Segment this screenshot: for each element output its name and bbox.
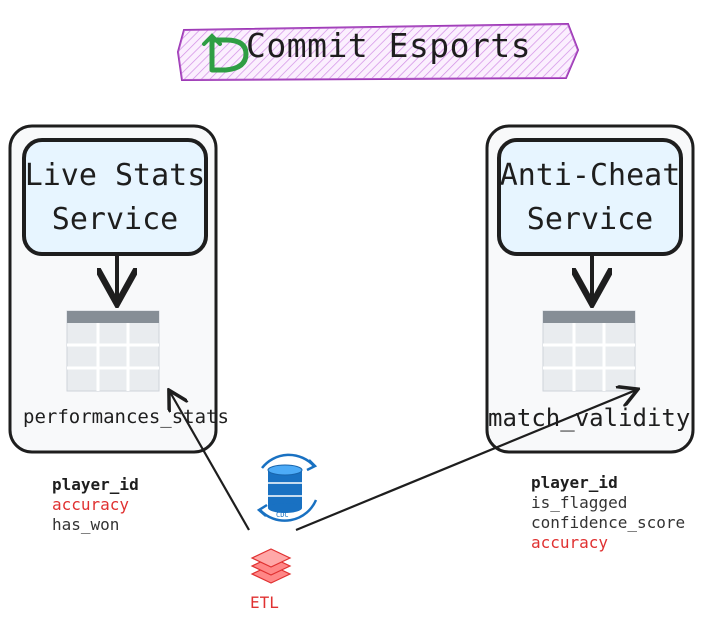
etl-label: ETL — [250, 593, 279, 612]
commit-logo-icon — [202, 33, 249, 73]
etl-to-performances-arrow — [170, 392, 250, 531]
live-stats-service-label: Live Stats Service — [24, 158, 206, 237]
title-banner — [176, 22, 580, 82]
field-is-flagged: is_flagged — [531, 493, 628, 512]
field-accuracy: accuracy — [531, 533, 609, 552]
etl-layers-icon — [250, 548, 292, 584]
table-icon — [66, 310, 160, 392]
etl-to-match-validity-arrow — [295, 390, 636, 532]
match-validity-table-label: match_validity — [488, 404, 691, 432]
right-field-list: player_id is_flagged confidence_score ac… — [531, 473, 685, 553]
cdc-label: CDC — [276, 511, 289, 519]
field-player-id: player_id — [531, 473, 618, 492]
field-confidence-score: confidence_score — [531, 513, 686, 532]
left-field-list: player_id accuracy has_won — [52, 475, 139, 535]
performances-stats-table-label: performances_stats — [23, 406, 229, 428]
anti-cheat-service-label: Anti-Cheat Service — [499, 158, 681, 237]
field-player-id: player_id — [52, 475, 139, 494]
table-icon — [542, 310, 636, 392]
field-accuracy: accuracy — [52, 495, 130, 514]
field-has-won: has_won — [52, 515, 120, 534]
cdc-database-icon — [256, 453, 318, 522]
page-title: Commit Esports — [246, 26, 532, 65]
live-stats-service-box[interactable] — [22, 138, 208, 256]
anti-cheat-service-box[interactable] — [497, 138, 683, 256]
